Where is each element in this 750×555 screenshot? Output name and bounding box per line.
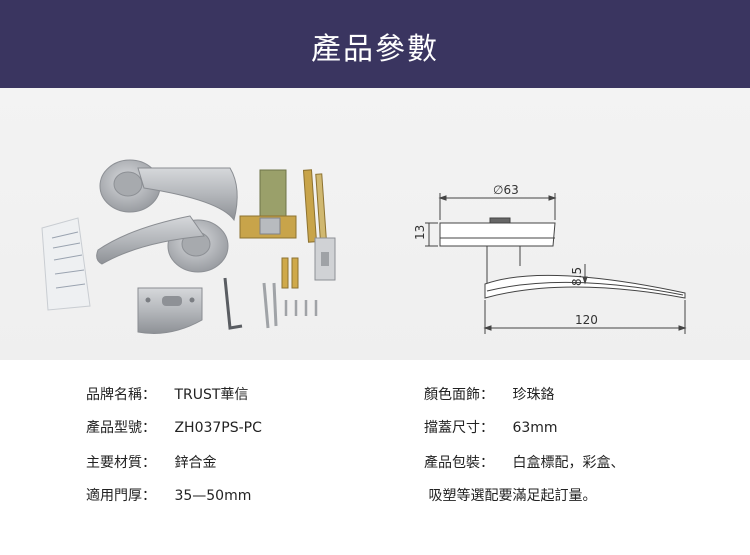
spec-packaging-note: 吸塑等選配要滿足起訂量。: [428, 488, 597, 504]
spec-model: 產品型號： ZH037PS-PC: [86, 420, 262, 436]
spec-list: 品牌名稱： TRUST華信 產品型號： ZH037PS-PC 主要材質： 鋅合金…: [0, 360, 750, 555]
spec-cover-size: 擋蓋尺寸： 63mm: [424, 420, 558, 436]
spindle-bolts: [302, 169, 327, 243]
spec-packaging: 產品包裝： 白盒標配，彩盒、: [424, 455, 625, 471]
height-label: 13: [413, 225, 427, 240]
lever-handle-lower: [96, 215, 229, 273]
lever-handle-upper: [99, 159, 238, 222]
instruction-sheet: [41, 217, 91, 311]
spec-material: 主要材質： 鋅合金: [86, 455, 217, 471]
dimension-drawing: ∅63 13 8.5 120: [413, 183, 687, 334]
header-bar: 產品參數: [0, 0, 750, 88]
dimension-height: [425, 222, 438, 247]
product-photo: [41, 159, 336, 334]
dimension-thickness: [582, 264, 588, 285]
spec-door-thickness: 適用門厚： 35—50mm: [86, 488, 252, 504]
dimension-length: [483, 300, 687, 334]
diameter-label: ∅63: [493, 183, 519, 197]
screws-set: [262, 257, 318, 329]
spec-finish: 顏色面飾： 珍珠鉻: [424, 387, 555, 403]
page-title: 產品參數: [311, 32, 439, 67]
latch-mechanism: [239, 169, 297, 239]
spec-brand: 品牌名稱： TRUST華信: [86, 387, 249, 403]
thickness-label: 8.5: [570, 267, 584, 286]
strike-plate: [314, 237, 336, 281]
latch-faceplate: [137, 287, 203, 334]
length-label: 120: [575, 313, 598, 327]
allen-key: [223, 277, 243, 330]
product-image-area: ∅63 13 8.5 120: [0, 88, 750, 360]
dimension-diameter: [438, 193, 557, 220]
